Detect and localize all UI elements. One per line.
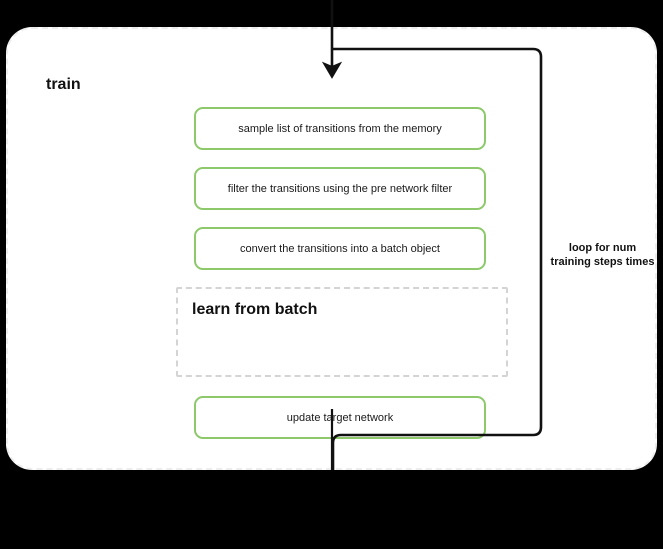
step-label: convert the transitions into a batch obj…	[240, 242, 440, 255]
step-box-filter-transitions[interactable]: filter the transitions using the pre net…	[194, 167, 486, 210]
train-block-container: train sample list of transitions from th…	[6, 27, 657, 470]
step-box-sample-transitions[interactable]: sample list of transitions from the memo…	[194, 107, 486, 150]
subblock-learn-from-batch[interactable]: learn from batch	[176, 287, 508, 377]
subblock-title: learn from batch	[192, 301, 318, 318]
step-label: filter the transitions using the pre net…	[227, 182, 453, 195]
step-box-convert-to-batch[interactable]: convert the transitions into a batch obj…	[194, 227, 486, 270]
train-block-title: train	[46, 76, 81, 93]
step-box-update-target-network[interactable]: update target network	[194, 396, 486, 439]
loop-annotation-label: loop for num training steps times	[550, 242, 655, 268]
step-label: update target network	[286, 411, 394, 424]
step-label: sample list of transitions from the memo…	[238, 122, 442, 135]
